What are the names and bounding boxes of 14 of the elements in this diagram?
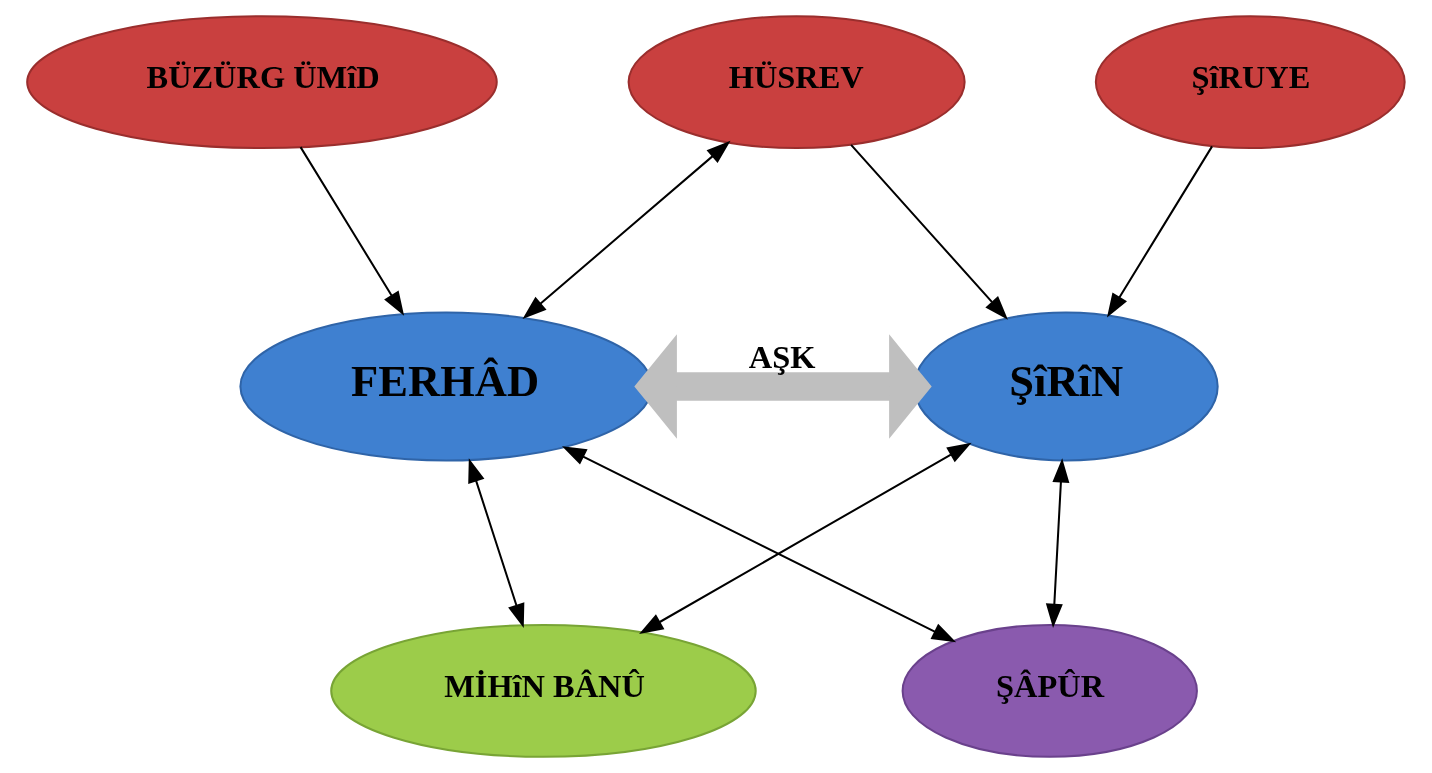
arrow [639, 442, 972, 634]
arrow [1107, 145, 1213, 318]
arrow [1045, 458, 1070, 629]
node-ellipse: MİHîN BÂNÛ [330, 623, 757, 758]
arrow [299, 146, 405, 316]
edge-label: AŞK [748, 338, 816, 375]
arrow [634, 334, 932, 439]
node-ellipse: ŞîRUYE [1094, 15, 1406, 150]
arrow [850, 144, 1008, 320]
arrow [562, 446, 957, 643]
arrow [468, 458, 525, 628]
arrow [522, 140, 731, 320]
node-ellipse: BÜZÜRG ÜMîD [26, 15, 498, 150]
node-ellipse: HÜSREV [627, 15, 966, 150]
